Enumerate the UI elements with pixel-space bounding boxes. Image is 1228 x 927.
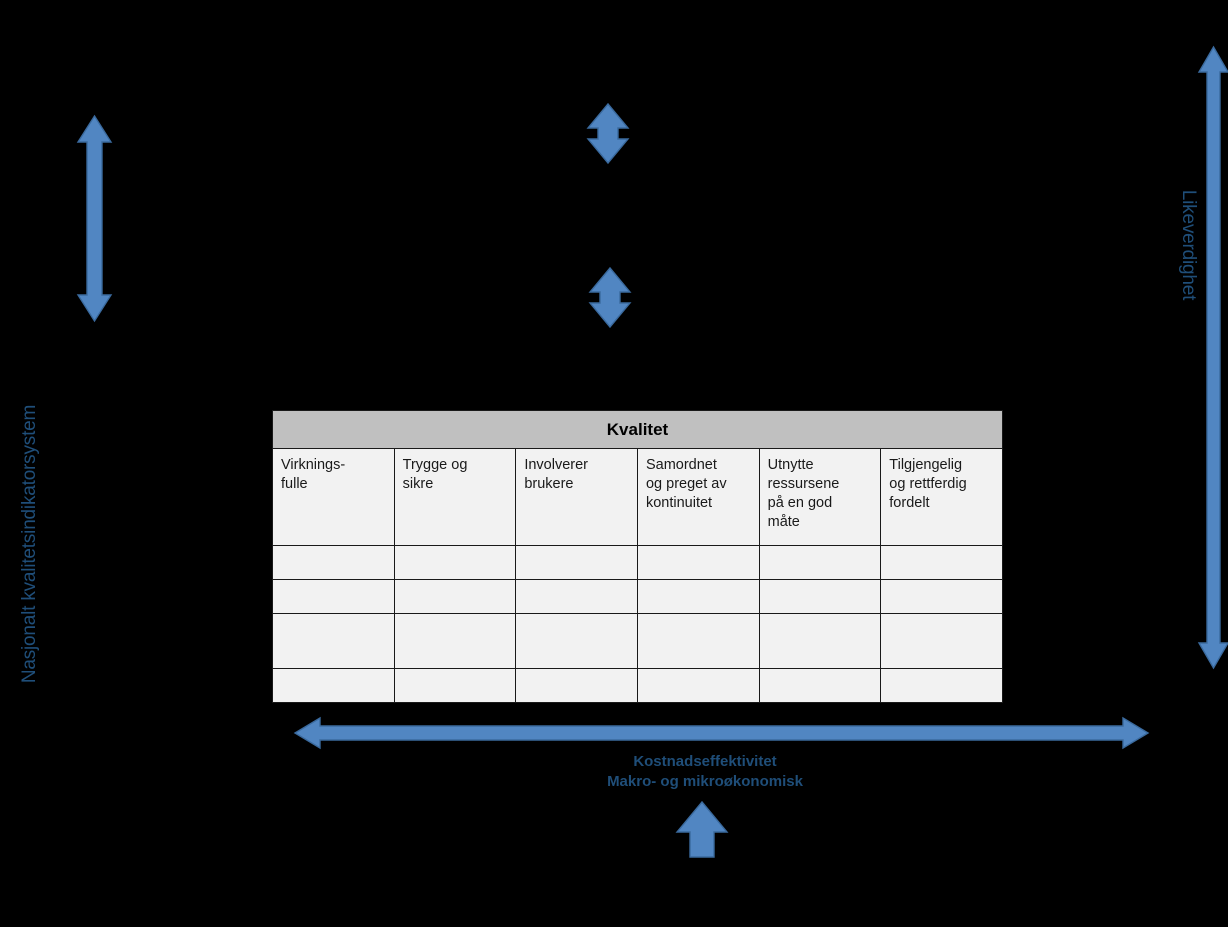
matrix-cell[interactable] (758, 668, 882, 703)
matrix-body (272, 545, 1003, 703)
column-header-tilgjengelig-fordelt: Tilgjengelig og rettferdig fordelt (880, 448, 1003, 546)
left-axis-label: Nasjonalt kvalitetsindikatorsystem (19, 404, 40, 684)
table-row (272, 668, 1003, 703)
column-header-line-2: og preget av (645, 476, 727, 492)
center-lower-double-arrow-icon (588, 266, 632, 329)
matrix-cell[interactable] (515, 545, 638, 580)
column-header-trygge-og-sikre: Trygge og sikre (393, 448, 517, 546)
left-tall-double-arrow-icon (76, 114, 113, 323)
column-header-line-1: Tilgjengelig (889, 457, 963, 473)
column-header-line-3: fordelt (889, 495, 930, 511)
matrix-cell[interactable] (880, 579, 1003, 614)
matrix-cell[interactable] (272, 613, 395, 669)
column-header-line-2: sikre (402, 476, 434, 492)
center-upper-double-arrow-icon (586, 102, 630, 165)
column-header-line-2: fulle (281, 476, 308, 492)
matrix-cell[interactable] (636, 545, 760, 580)
table-row (272, 613, 1003, 669)
matrix-cell[interactable] (758, 579, 882, 614)
matrix-cell[interactable] (758, 545, 882, 580)
column-header-line-1: Virknings- (281, 457, 346, 473)
matrix-cell[interactable] (272, 668, 395, 703)
column-header-line-2: og rettferdig (889, 476, 967, 492)
bottom-axis-label-line-2: Makro- og mikroøkonomisk (607, 773, 803, 790)
column-header-utnytte-ressursene: Utnytte ressursene på en god måte (758, 448, 882, 546)
matrix-cell[interactable] (636, 579, 760, 614)
column-header-line-1: Trygge og (402, 457, 468, 473)
column-header-line-1: Utnytte (767, 457, 814, 473)
column-header-line-3: på en god (767, 495, 833, 511)
matrix-cell[interactable] (393, 668, 517, 703)
column-header-line-2: brukere (524, 476, 574, 492)
bottom-up-arrow-icon (675, 800, 729, 858)
matrix-cell[interactable] (880, 668, 1003, 703)
column-header-line-1: Involverer (524, 457, 588, 473)
matrix-cell[interactable] (272, 545, 395, 580)
matrix-cell[interactable] (393, 579, 517, 614)
table-row (272, 579, 1003, 614)
matrix-cell[interactable] (515, 613, 638, 669)
matrix-title: Kvalitet (272, 410, 1003, 449)
column-header-involverer-brukere: Involverer brukere (515, 448, 638, 546)
column-header-line-1: Samordnet (645, 457, 717, 473)
matrix-cell[interactable] (515, 579, 638, 614)
quality-matrix-table: Kvalitet Virknings- fulle Trygge og sikr… (272, 410, 1003, 703)
matrix-cell[interactable] (880, 613, 1003, 669)
bottom-axis-label: Kostnadseffektivitet Makro- og mikroøkon… (500, 752, 910, 792)
column-header-line-2: ressursene (767, 476, 840, 492)
bottom-horizontal-double-arrow-icon (293, 716, 1150, 750)
matrix-header: Kvalitet Virknings- fulle Trygge og sikr… (272, 410, 1003, 546)
matrix-cell[interactable] (272, 579, 395, 614)
table-row (272, 545, 1003, 580)
matrix-title-row: Kvalitet (272, 410, 1003, 449)
column-header-samordnet-kontinuitet: Samordnet og preget av kontinuitet (636, 448, 760, 546)
matrix-cell[interactable] (636, 668, 760, 703)
bottom-axis-label-line-1: Kostnadseffektivitet (633, 753, 777, 770)
matrix-cell[interactable] (393, 613, 517, 669)
right-axis-label: Likeverdighet (1178, 189, 1199, 301)
matrix-cell[interactable] (880, 545, 1003, 580)
matrix-cell[interactable] (515, 668, 638, 703)
matrix-column-header-row: Virknings- fulle Trygge og sikre Involve… (272, 448, 1003, 546)
matrix-cell[interactable] (393, 545, 517, 580)
column-header-line-4: måte (767, 514, 800, 530)
matrix-cell[interactable] (758, 613, 882, 669)
right-tall-double-arrow-icon (1197, 45, 1228, 670)
column-header-virkningsfulle: Virknings- fulle (272, 448, 395, 546)
matrix-cell[interactable] (636, 613, 760, 669)
column-header-line-3: kontinuitet (645, 495, 713, 511)
